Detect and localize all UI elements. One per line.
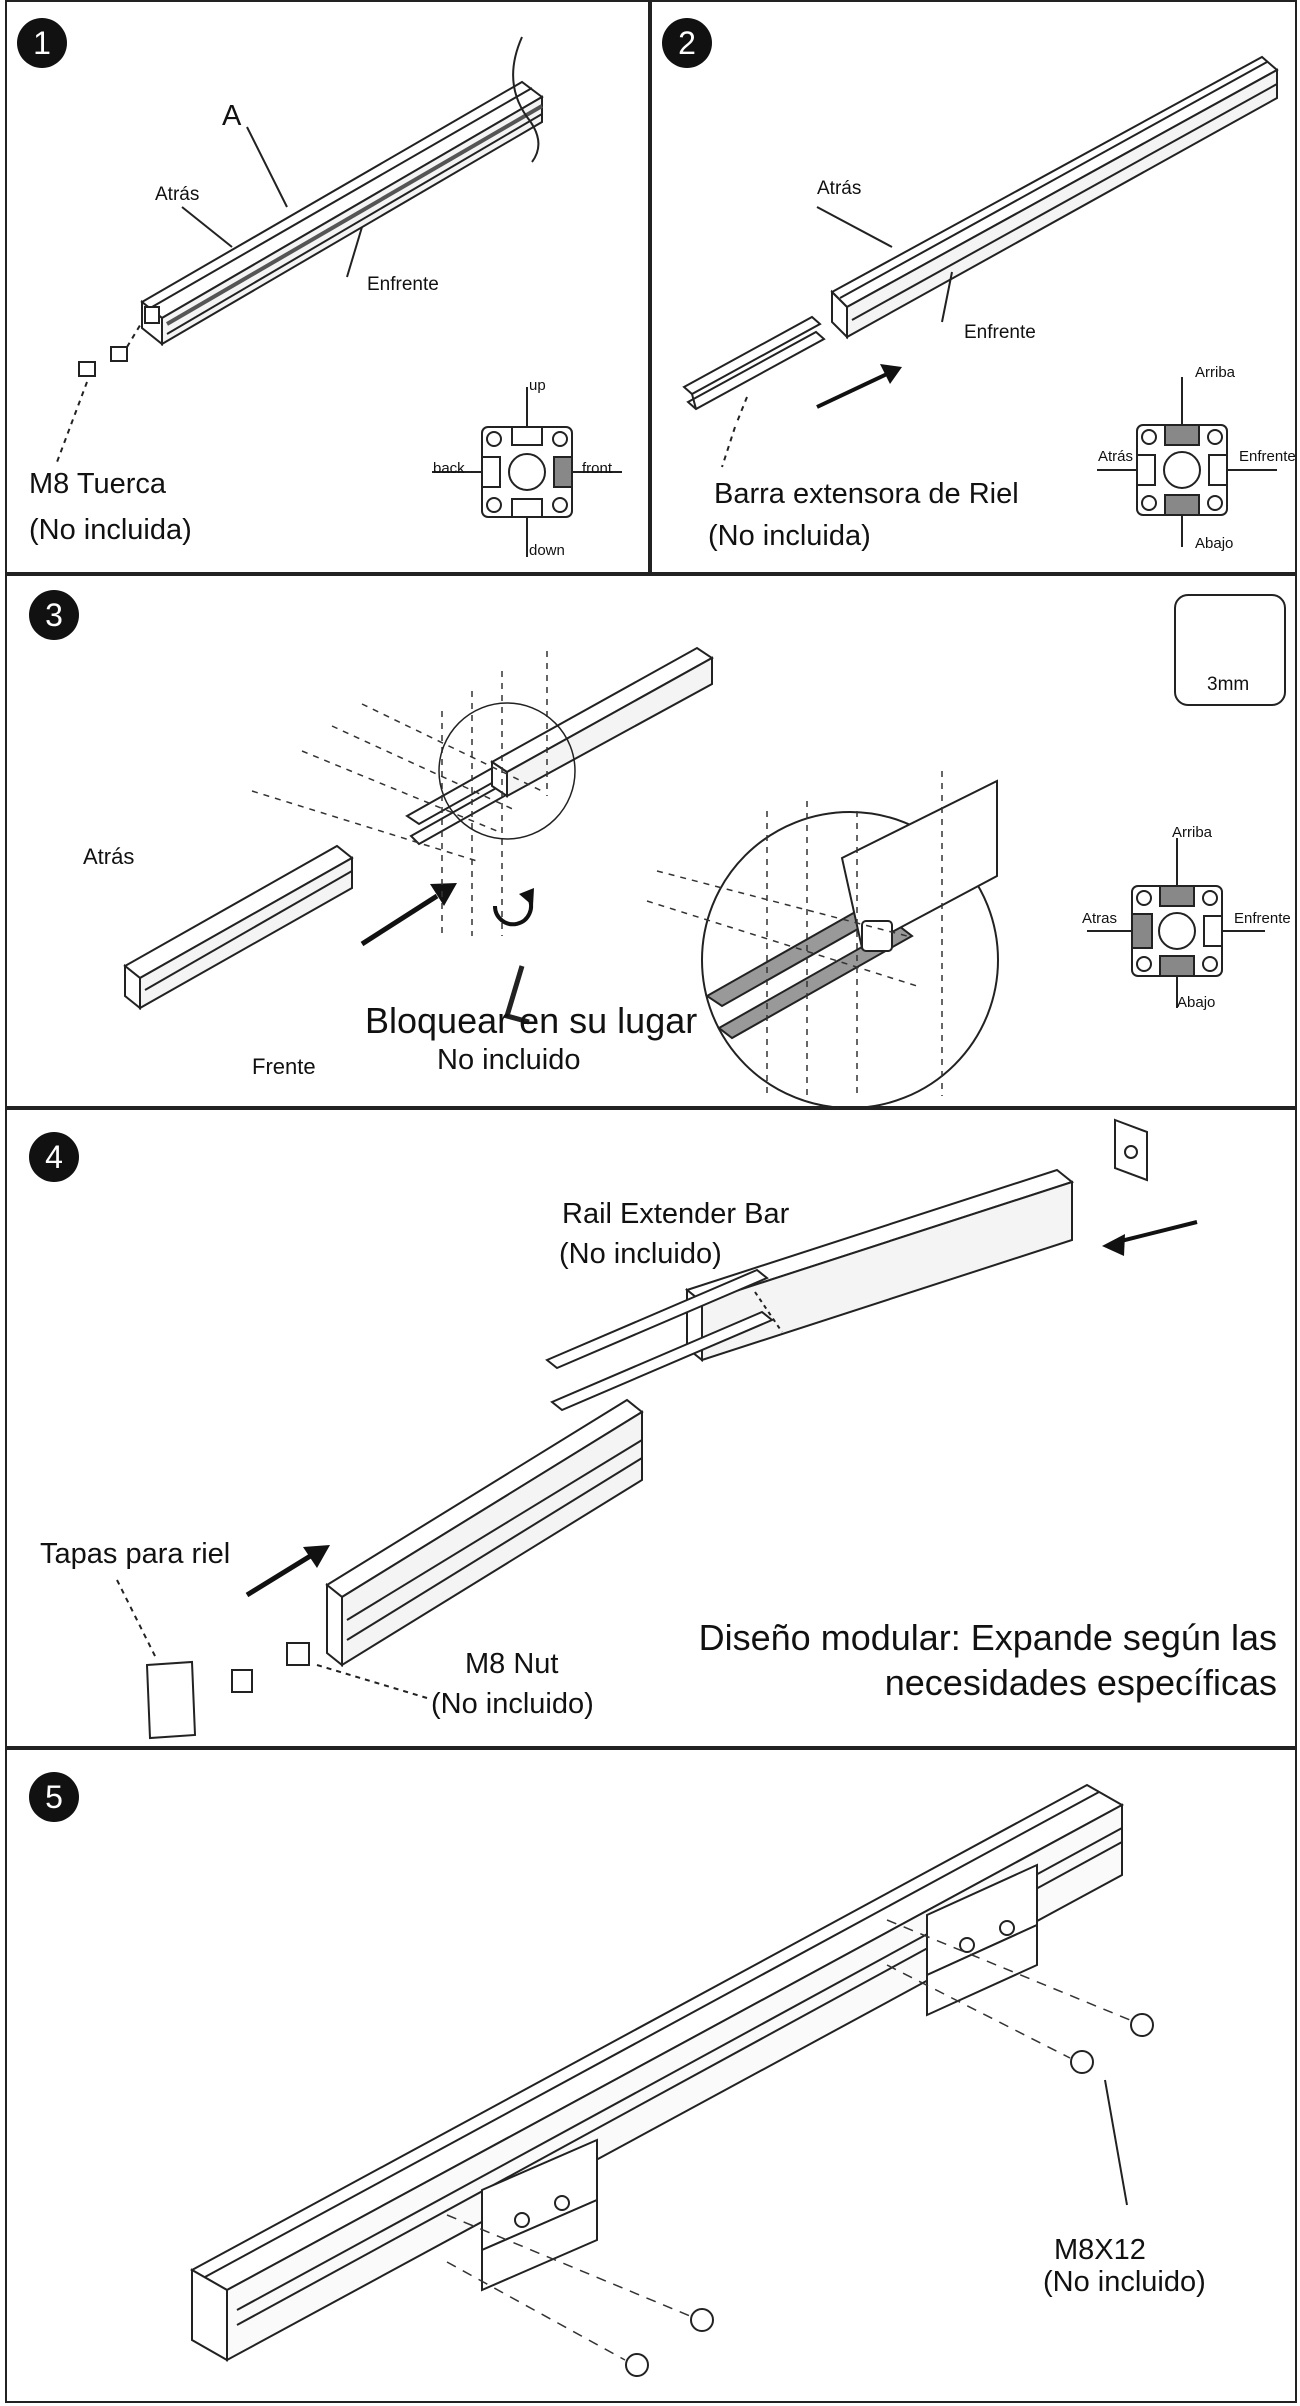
- back-label: Atrás: [83, 844, 135, 869]
- nut: [286, 1642, 310, 1666]
- lock-not-included-label: No incluido: [437, 1044, 581, 1076]
- rail-long: [189, 1783, 1125, 2362]
- rail-with-extender: [545, 1168, 1075, 1412]
- step-3-panel: 3 3mm Atrás Frente Bloquear en su lugar …: [5, 574, 1297, 1108]
- tool-size-label: 3mm: [1207, 674, 1250, 695]
- step-5-illustration: [189, 1783, 1154, 2377]
- profile-front-label: front: [582, 460, 613, 477]
- profile-front-label: Enfrente: [1239, 448, 1296, 465]
- rail-cap: [145, 1660, 197, 1740]
- extender-bar-label: Barra extensora de Riel: [714, 478, 1019, 510]
- profile-cross-section: [1087, 838, 1265, 1008]
- front-label: Enfrente: [964, 322, 1036, 343]
- step-1-illustration: [56, 36, 622, 557]
- nut: [231, 1669, 253, 1693]
- extender-not-included-label: (No incluida): [708, 520, 871, 552]
- step-5-panel: 5 M8X12 (No incluido): [5, 1748, 1297, 2403]
- step-3-illustration: [123, 631, 1273, 1106]
- step-4-illustration: [116, 1118, 1198, 1740]
- extender-bar-label: Rail Extender Bar: [562, 1198, 790, 1230]
- m8-nuts: [78, 346, 128, 377]
- nut-label: M8 Nut: [465, 1648, 559, 1680]
- profile-cross-section: [1097, 377, 1277, 547]
- screw-label: M8X12: [1054, 2234, 1146, 2266]
- profile-down-label: Abajo: [1195, 535, 1234, 552]
- lock-in-place-label: Bloquear en su lugar: [365, 1000, 698, 1041]
- step-number-badge: 4: [29, 1132, 79, 1182]
- back-label: Atrás: [155, 184, 200, 205]
- profile-front-label: Enfrente: [1234, 910, 1291, 927]
- step-number-badge: 3: [29, 590, 79, 640]
- step-1-panel: 1 A Atrás Enfrente M8 Tuerca (No incluid…: [5, 0, 650, 574]
- rail-caps-label: Tapas para riel: [40, 1538, 231, 1570]
- end-cap: [1114, 1118, 1148, 1182]
- rail-lower: [325, 1398, 644, 1668]
- profile-down-label: down: [529, 542, 565, 559]
- hex-key-tool-box: [1174, 594, 1286, 706]
- profile-back-label: back: [433, 460, 465, 477]
- rail: [830, 55, 1279, 340]
- step-2-illustration: [682, 55, 1279, 547]
- modular-design-line1: Diseño modular: Expande según las: [698, 1617, 1277, 1658]
- nut-not-included-label: (No incluida): [29, 514, 192, 546]
- zoom-detail: [705, 779, 998, 1040]
- nut-not-included-label: (No incluido): [431, 1688, 594, 1720]
- step-number-badge: 1: [17, 18, 67, 68]
- step-4-panel: 4 Rail Extender Bar (No incluido) Tapas …: [5, 1108, 1297, 1748]
- step-2-panel: 2 Atrás Enfrente Barra extensora de Riel…: [650, 0, 1297, 574]
- extender-not-included-label: (No incluido): [559, 1238, 722, 1270]
- bracket-left: [481, 2138, 598, 2292]
- modular-design-line2: necesidades específicas: [884, 1662, 1277, 1703]
- rail-short: [123, 844, 354, 1011]
- part-a-label: A: [222, 100, 242, 132]
- profile-back-label: Atras: [1082, 910, 1118, 927]
- step-number-badge: 2: [662, 18, 712, 68]
- profile-up-label: up: [529, 377, 546, 394]
- back-label: Atrás: [817, 178, 862, 199]
- screw-not-included-label: (No incluido): [1043, 2266, 1206, 2298]
- nut-label: M8 Tuerca: [29, 468, 166, 500]
- profile-cross-section: [432, 387, 622, 557]
- profile-down-label: Abajo: [1177, 994, 1216, 1011]
- rail-a: [140, 80, 544, 347]
- screws: [625, 2013, 1154, 2377]
- profile-up-label: Arriba: [1195, 364, 1236, 381]
- extender-bar: [682, 315, 826, 411]
- profile-back-label: Atrás: [1098, 448, 1134, 465]
- profile-up-label: Arriba: [1172, 824, 1213, 841]
- front-label: Enfrente: [367, 274, 439, 295]
- front-label: Frente: [252, 1054, 316, 1079]
- step-number-badge: 5: [29, 1772, 79, 1822]
